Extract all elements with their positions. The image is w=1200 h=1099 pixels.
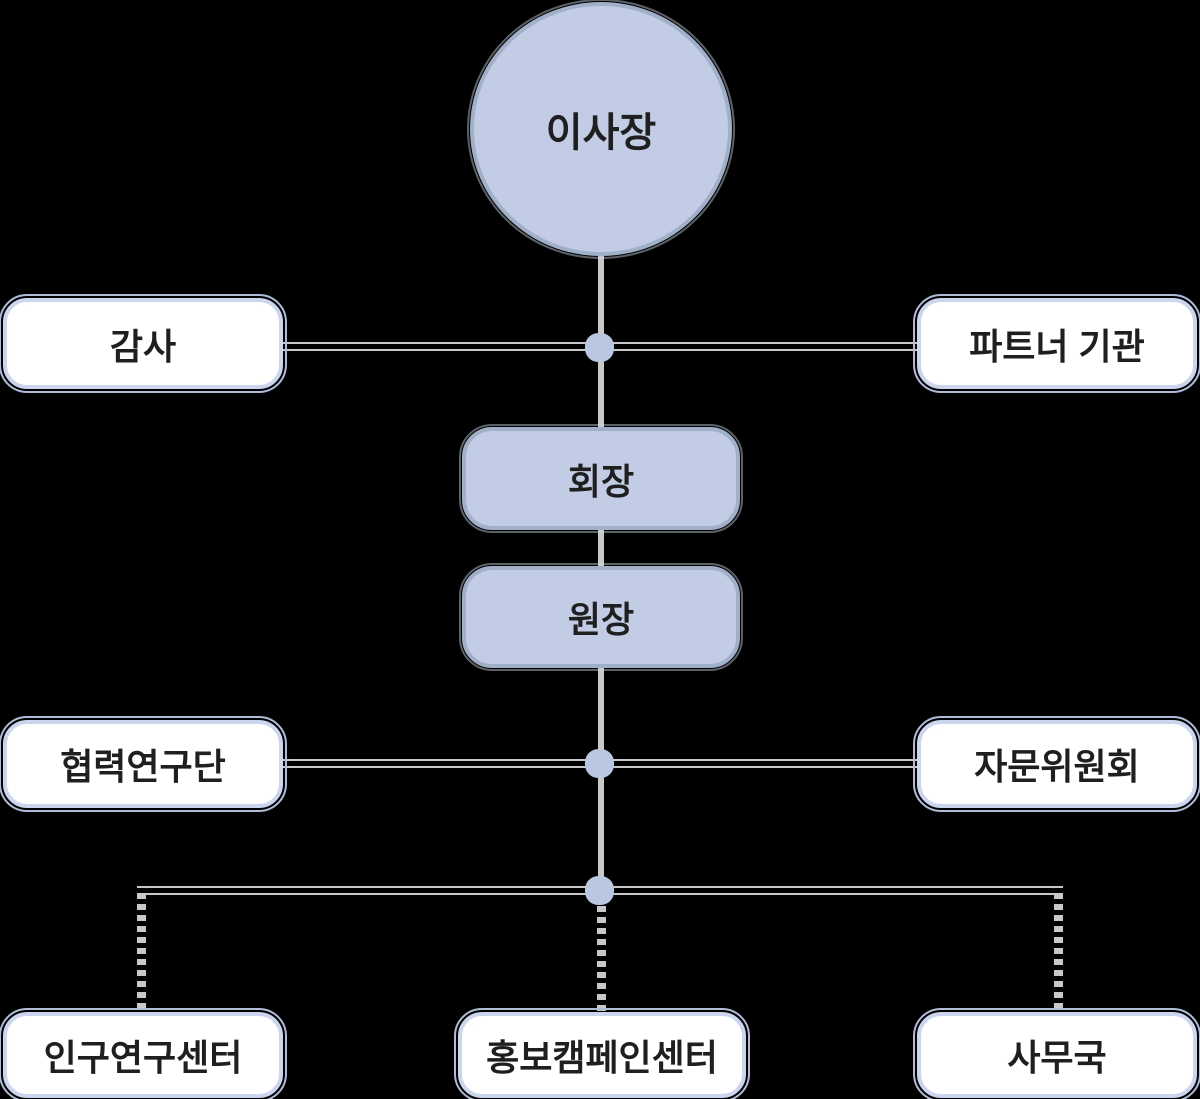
- node-audit-label: 감사: [109, 325, 177, 367]
- junction-dot-2: [585, 749, 614, 778]
- connector-dashed-population: [137, 893, 146, 1012]
- node-secretariat: 사무국: [913, 1008, 1200, 1099]
- node-pr-campaign-center-label: 홍보캠페인센터: [486, 1037, 718, 1078]
- node-population-center-label: 인구연구센터: [43, 1037, 243, 1078]
- node-pr-campaign-center: 홍보캠페인센터: [454, 1008, 750, 1099]
- junction-dot-3: [585, 876, 614, 905]
- node-advisory-committee-label: 자문위원회: [974, 746, 1140, 787]
- node-research-group-label: 협력연구단: [60, 746, 226, 787]
- node-director-label: 원장: [567, 599, 635, 640]
- node-partner-label: 파트너 기관: [969, 325, 1145, 367]
- node-secretariat-label: 사무국: [1007, 1037, 1107, 1078]
- node-director: 원장: [459, 563, 743, 671]
- node-audit: 감사: [0, 294, 287, 393]
- node-partner: 파트너 기관: [913, 294, 1200, 393]
- connector-director-bottom: [598, 666, 604, 890]
- node-president-label: 회장: [567, 460, 635, 502]
- node-research-group: 협력연구단: [0, 716, 287, 812]
- node-president: 회장: [459, 424, 743, 533]
- junction-dot-1: [585, 333, 614, 362]
- node-population-center: 인구연구센터: [0, 1008, 287, 1099]
- node-chairman: 이사장: [467, 0, 735, 259]
- node-chairman-label: 이사장: [545, 111, 657, 155]
- node-advisory-committee: 자문위원회: [913, 716, 1200, 812]
- connector-dashed-pr: [597, 906, 606, 1013]
- connector-president-director: [598, 528, 604, 568]
- connector-dashed-secretariat: [1054, 893, 1063, 1012]
